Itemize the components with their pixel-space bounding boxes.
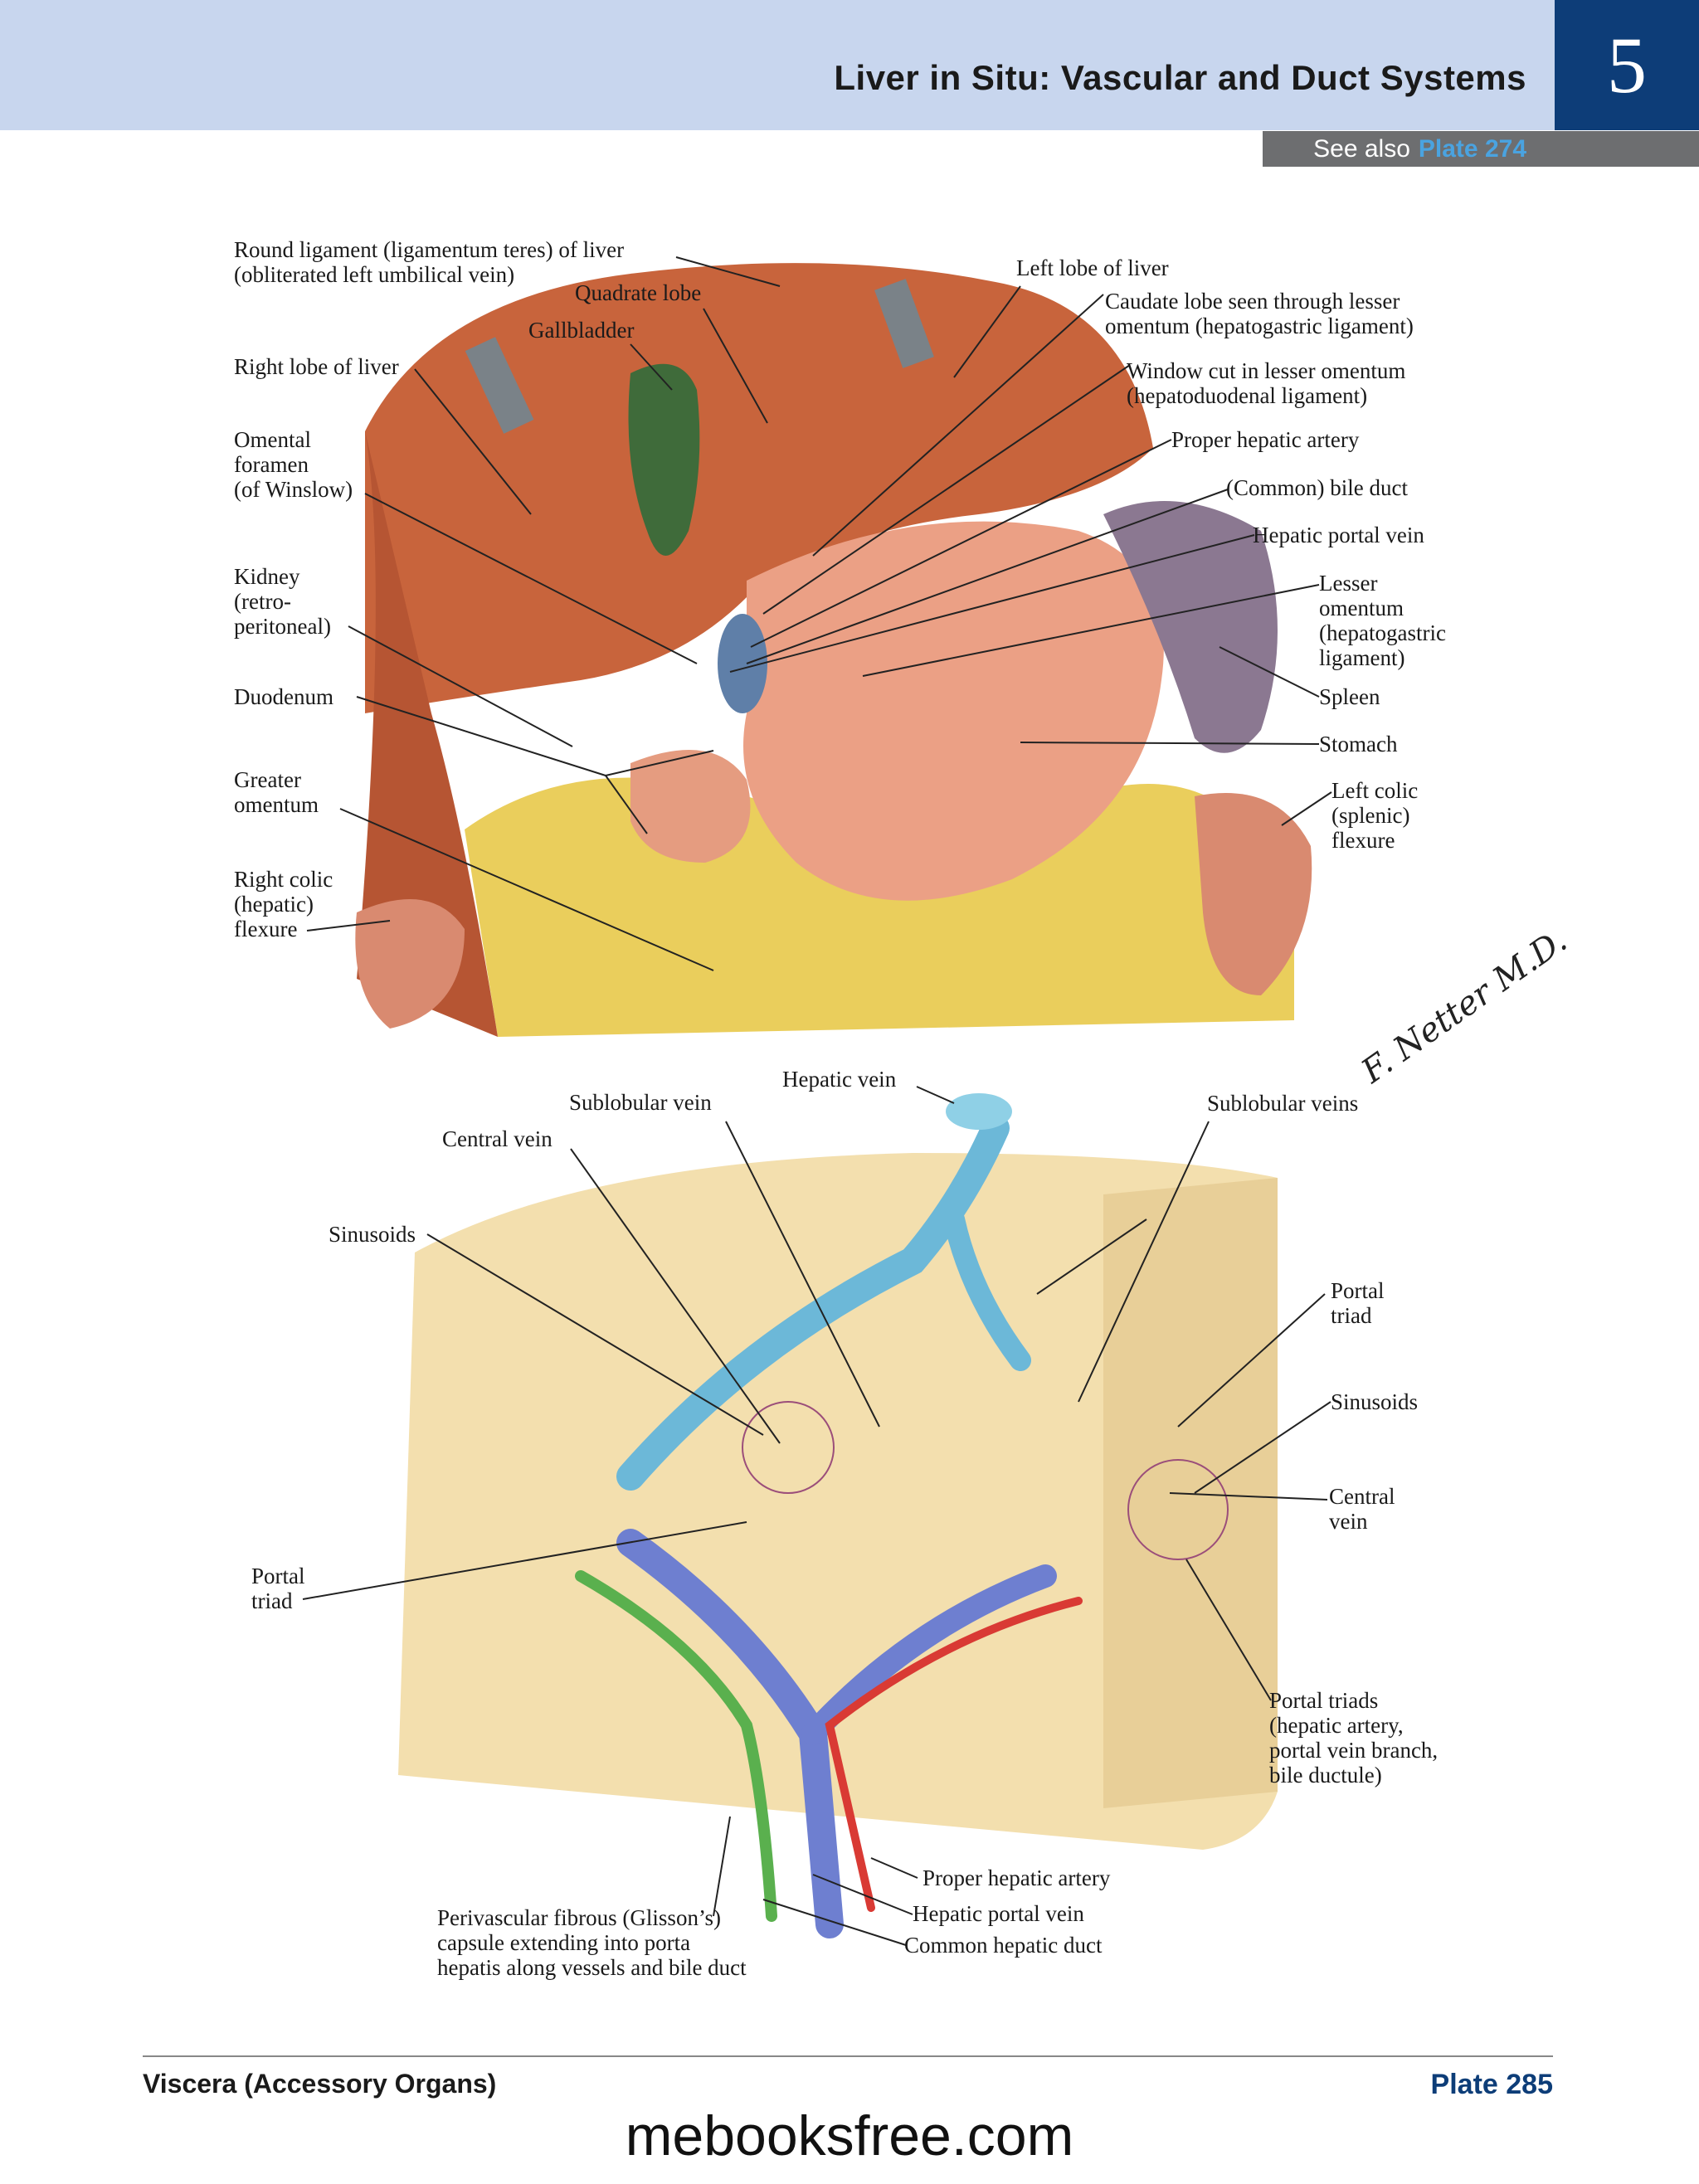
chapter-number: 5 [1607, 21, 1647, 109]
label-hepatic-portal-vein-bottom: Hepatic portal vein [913, 1901, 1084, 1926]
label-central-vein-right: Central vein [1329, 1484, 1395, 1534]
liver-in-situ-drawing [306, 256, 1332, 1037]
label-proper-hepatic-artery-bottom: Proper hepatic artery [923, 1865, 1111, 1890]
label-greater-omentum: Greater omentum [234, 767, 319, 817]
label-central-vein-left: Central vein [442, 1126, 553, 1151]
see-also-plate-link[interactable]: Plate 274 [1418, 134, 1526, 163]
liver-vascular-duct-illustration: Hepatic vein Sublobular vein Sublobular … [0, 1053, 1699, 1991]
label-window-cut: Window cut in lesser omentum (hepatoduod… [1127, 358, 1406, 408]
label-gallbladder: Gallbladder [528, 318, 635, 343]
label-hepatic-portal-vein-top: Hepatic portal vein [1253, 523, 1424, 547]
label-sublobular-veins: Sublobular veins [1207, 1091, 1359, 1116]
label-duodenum: Duodenum [234, 684, 333, 709]
label-lesser-omentum: Lesser omentum (hepatogastric ligament) [1319, 571, 1446, 670]
liver-vascular-drawing [302, 1086, 1331, 1946]
label-kidney: Kidney (retro- peritoneal) [234, 564, 331, 639]
watermark: mebooksfree.com [625, 2104, 1074, 2167]
page-title: Liver in Situ: Vascular and Duct Systems [834, 58, 1526, 97]
label-right-lobe: Right lobe of liver [234, 354, 399, 379]
header-band [0, 0, 1555, 130]
label-right-colic-flexure: Right colic (hepatic) flexure [234, 867, 333, 941]
footer-section: Viscera (Accessory Organs) [143, 2069, 497, 2099]
label-sublobular-vein: Sublobular vein [569, 1090, 712, 1115]
label-left-colic-flexure: Left colic (splenic) flexure [1331, 778, 1419, 853]
label-left-lobe: Left lobe of liver [1016, 255, 1169, 280]
label-portal-triad-right: Portal triad [1331, 1278, 1385, 1328]
label-sinusoids-right: Sinusoids [1331, 1389, 1419, 1414]
label-glisson-capsule: Perivascular fibrous (Glisson’s) capsule… [437, 1905, 747, 1980]
liver-in-situ-illustration: Round ligament (ligamentum teres) of liv… [0, 224, 1699, 1053]
label-portal-triads: Portal triads (hepatic artery, portal ve… [1269, 1688, 1439, 1788]
see-also-text: See also [1313, 134, 1410, 163]
label-caudate-lobe: Caudate lobe seen through lesser omentum… [1105, 289, 1414, 338]
label-portal-triad-left: Portal triad [251, 1564, 305, 1613]
label-omental-foramen: Omental foramen (of Winslow) [234, 427, 353, 502]
label-hepatic-vein: Hepatic vein [782, 1067, 897, 1092]
label-common-bile-duct: (Common) bile duct [1226, 475, 1408, 500]
label-common-hepatic-duct: Common hepatic duct [904, 1933, 1103, 1958]
chapter-number-badge: 5 [1555, 0, 1699, 130]
footer-plate-number: Plate 285 [1430, 2069, 1553, 2100]
label-quadrate-lobe: Quadrate lobe [575, 280, 702, 305]
see-also-bar: See also Plate 274 [1263, 131, 1699, 167]
label-stomach: Stomach [1319, 732, 1398, 756]
label-proper-hepatic-artery-top: Proper hepatic artery [1171, 427, 1360, 452]
label-sinusoids-left: Sinusoids [329, 1222, 416, 1247]
footer-rule [143, 2055, 1553, 2057]
label-round-ligament: Round ligament (ligamentum teres) of liv… [234, 237, 625, 287]
label-spleen: Spleen [1319, 684, 1380, 709]
